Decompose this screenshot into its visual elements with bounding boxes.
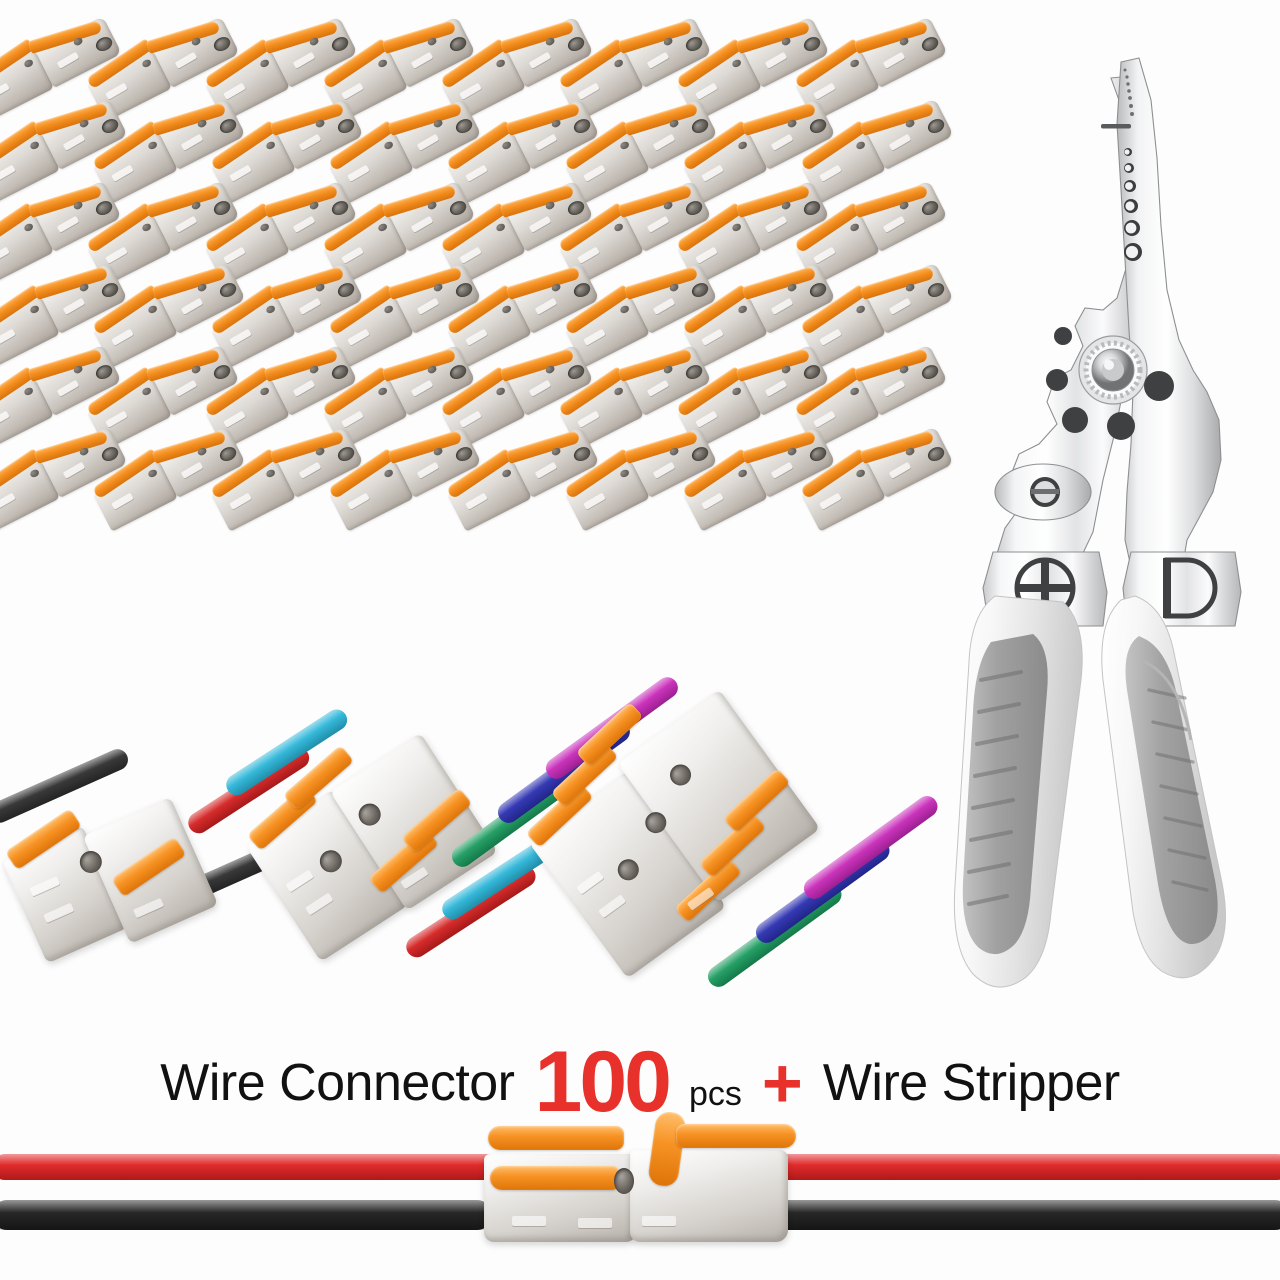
stripping-holes (1124, 148, 1142, 261)
serrated-nose-icon (1123, 68, 1134, 116)
caption-bar: Wire Connector 100 pcs + Wire Stripper (0, 1034, 1280, 1131)
pivot-screw (1078, 335, 1148, 405)
nose-cut-line (1101, 124, 1131, 129)
wire-stripper-tool (935, 40, 1265, 1030)
caption-quantity: 100 (534, 1034, 672, 1131)
body-slot (642, 1216, 676, 1226)
wire-black-left (0, 1200, 492, 1230)
stripper-right-handle (1101, 595, 1226, 979)
demo-3in3out (440, 540, 942, 1020)
crimp-holes (1046, 327, 1174, 440)
body-slot (512, 1216, 546, 1226)
connector-grid (0, 16, 970, 532)
lever[interactable] (488, 1126, 624, 1150)
screw-hole (614, 1168, 634, 1194)
lever[interactable] (490, 1166, 620, 1190)
side-cutter-loop (994, 463, 1092, 521)
lever[interactable] (676, 1124, 796, 1148)
caption-wire-stripper: Wire Stripper (822, 1054, 1120, 1112)
stripper-left-handle (953, 595, 1083, 988)
bottom-demo-connector (0, 1110, 1280, 1280)
wire-red-left (0, 1154, 512, 1180)
caption-plus-sign: + (761, 1044, 803, 1122)
caption-unit: pcs (689, 1075, 742, 1113)
wire-red-right (760, 1154, 1280, 1180)
caption-wire-connector: Wire Connector (160, 1054, 515, 1112)
flat-driver-cutout-icon (1164, 557, 1218, 619)
wire-black-right (740, 1200, 1280, 1230)
body-slot (578, 1218, 612, 1228)
